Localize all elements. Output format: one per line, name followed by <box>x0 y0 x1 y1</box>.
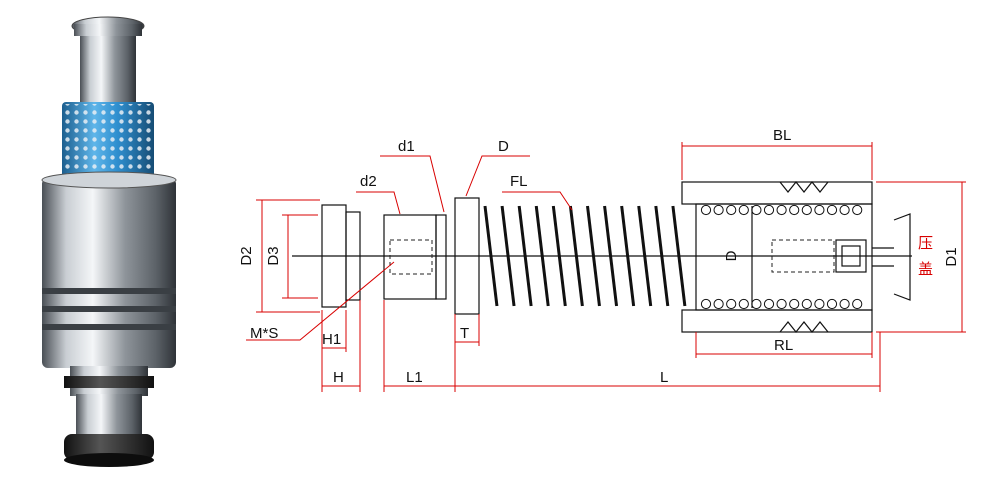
tapped-hole <box>389 239 433 275</box>
spring-coil <box>517 205 533 307</box>
label-d1-right: D1 <box>943 247 960 266</box>
dimension-lines <box>246 142 966 392</box>
technical-drawing: BL d1 D d2 FL M*S H1 T RL H L1 L D2 D3 D… <box>238 127 966 392</box>
lower-ring <box>64 376 154 388</box>
bearing-ball <box>789 204 800 216</box>
groove-2 <box>42 306 176 312</box>
bearing-ball <box>852 204 863 216</box>
bearing-ball <box>814 204 825 216</box>
housing-top <box>681 181 873 205</box>
label-l: L <box>660 369 668 386</box>
bottom-base <box>64 434 154 460</box>
label-t: T <box>460 325 469 342</box>
dim-ms-leader <box>246 261 395 341</box>
label-d3: D3 <box>265 246 282 265</box>
spring-coil <box>637 205 653 307</box>
press-cap <box>893 213 911 301</box>
spring-coil <box>586 205 601 307</box>
housing-bottom <box>681 309 873 333</box>
end-screw-inner <box>841 245 861 267</box>
label-d-top: D <box>498 138 509 155</box>
spring-coil <box>671 205 687 307</box>
bearing-ball <box>839 298 850 310</box>
label-h1: H1 <box>322 331 341 348</box>
t-flange <box>454 197 480 315</box>
bearing-ball <box>713 204 724 216</box>
dim-d-top-leader <box>465 155 530 197</box>
label-bl: BL <box>773 127 791 144</box>
bottom-base-edge <box>64 453 154 467</box>
label-d-inner: D <box>723 250 740 261</box>
inner-bore-dashed <box>771 239 835 273</box>
bolt-block-step <box>435 214 447 300</box>
bearing-ball <box>751 298 762 310</box>
label-d2-small: d2 <box>360 173 377 190</box>
bearing-ball <box>789 298 800 310</box>
bearing-ball <box>776 204 787 216</box>
dimension-labels: BL d1 D d2 FL M*S H1 T RL H L1 L D2 D3 D… <box>238 127 960 386</box>
label-d2: D2 <box>238 246 255 265</box>
spring <box>483 205 687 307</box>
bearing-ball <box>751 204 762 216</box>
spring-coil <box>654 205 670 307</box>
bushing-body <box>42 178 176 368</box>
bearing-ball <box>738 204 749 216</box>
label-cap-char1: 压 <box>918 234 933 252</box>
ball-row-top <box>700 204 863 216</box>
spring-coil <box>620 205 636 307</box>
spring-coil <box>551 205 567 307</box>
label-h: H <box>333 369 344 386</box>
label-ms: M*S <box>250 325 278 342</box>
label-rl: RL <box>774 337 793 354</box>
guide-sleeve <box>695 203 873 311</box>
bearing-ball <box>700 204 712 216</box>
spring-coil <box>483 205 499 307</box>
housing-bottom-notch <box>779 321 829 333</box>
dim-fl-leader <box>502 191 573 211</box>
bushing-top <box>41 171 177 189</box>
label-l1: L1 <box>406 369 423 386</box>
label-cap-char2: 盖 <box>918 260 933 278</box>
bearing-ball <box>763 298 775 310</box>
groove-3 <box>42 324 176 330</box>
ball-row-bottom <box>700 298 863 310</box>
bearing-ball <box>801 298 812 310</box>
bearing-ball <box>726 204 737 216</box>
bearing-ball <box>826 204 838 216</box>
bearing-ball <box>814 298 825 310</box>
product-photo <box>41 16 177 467</box>
bearing-ball <box>776 298 787 310</box>
bearing-ball <box>713 298 724 310</box>
spring-coil <box>500 205 516 307</box>
label-d1: d1 <box>398 138 415 155</box>
housing-top-notch <box>779 181 829 193</box>
groove-1 <box>42 288 176 294</box>
bearing-ball <box>801 204 812 216</box>
top-cap-rim <box>74 24 142 36</box>
bolt-block <box>383 214 437 300</box>
bearing-ball <box>738 298 749 310</box>
bushing-housing <box>681 181 911 333</box>
spring-coil <box>568 205 584 307</box>
upper-shaft <box>80 36 136 106</box>
bearing-ball <box>826 298 838 310</box>
bearing-ball <box>763 204 775 216</box>
head-washer-step <box>345 211 361 301</box>
spring-coil <box>534 205 550 307</box>
end-screw <box>835 239 867 273</box>
dim-d2-small-leader <box>356 191 401 215</box>
bearing-ball <box>726 298 737 310</box>
bearing-ball <box>852 298 863 310</box>
bearing-ball <box>839 204 850 216</box>
lower-shaft <box>76 394 142 436</box>
spring-coil <box>603 205 619 307</box>
dim-d1-leader <box>380 155 445 213</box>
bearing-ball <box>700 298 712 310</box>
label-fl: FL <box>510 173 528 190</box>
